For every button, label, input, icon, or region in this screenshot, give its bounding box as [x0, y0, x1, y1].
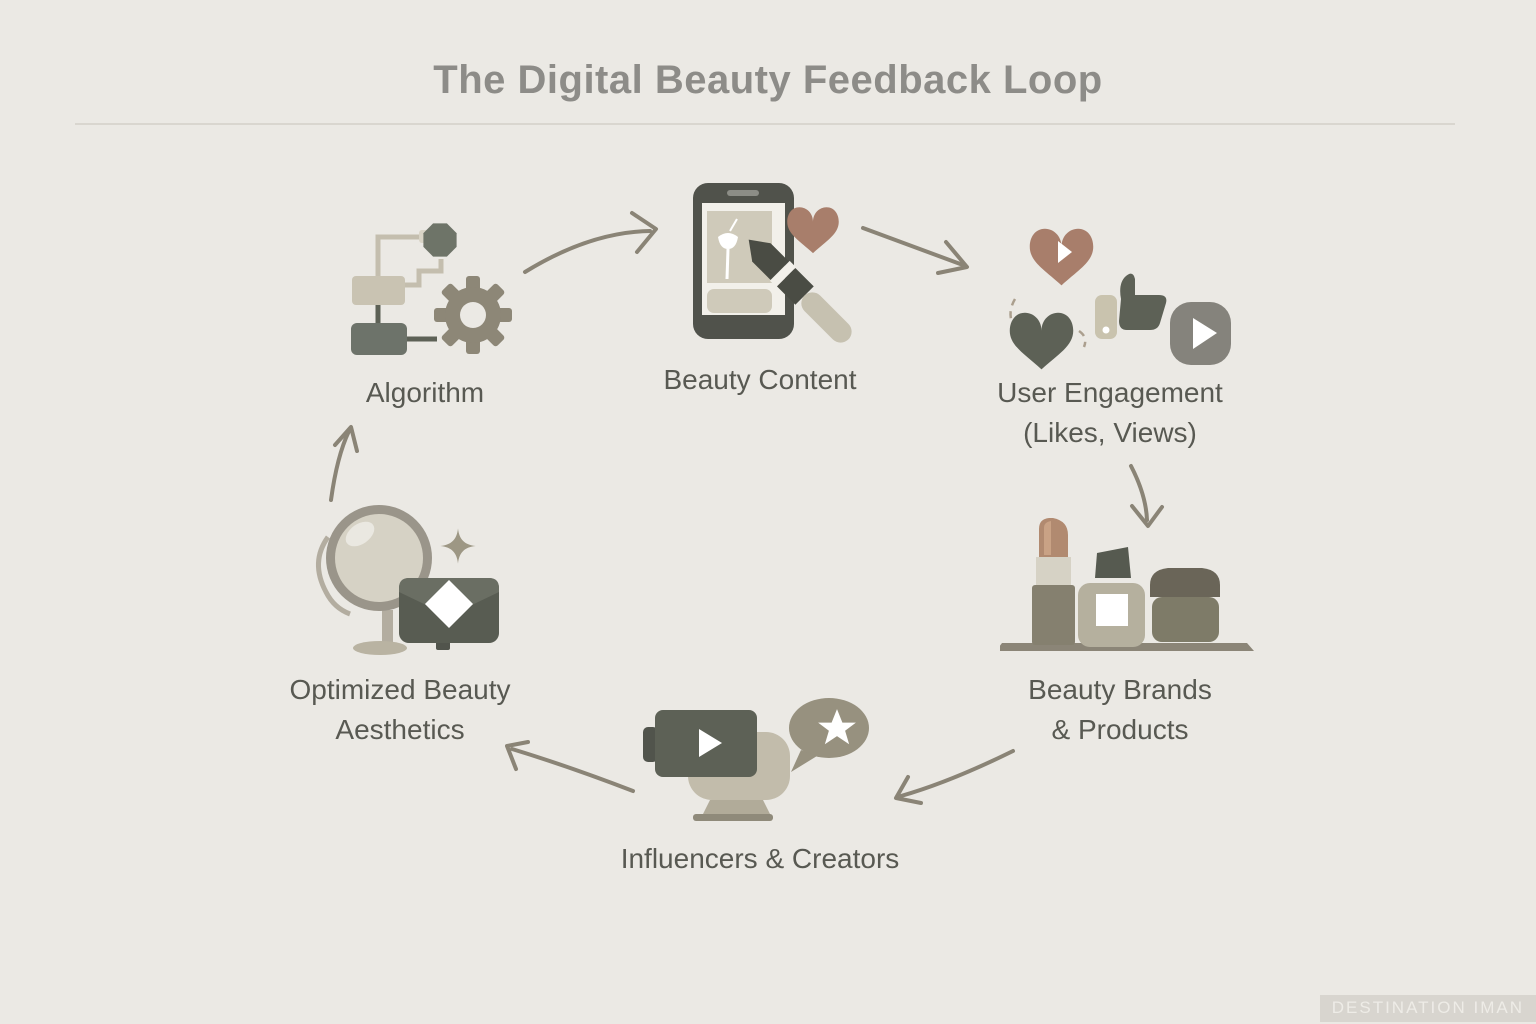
page-title: The Digital Beauty Feedback Loop [433, 58, 1103, 102]
influencers-label: Influencers & Creators [620, 843, 900, 874]
arrow-beauty-brands-to-influencers [894, 749, 1015, 805]
optimized-beauty-label-line1: Optimized Beauty [289, 674, 511, 705]
arrow-user-engagement-to-beauty-brands [1129, 464, 1164, 528]
arrow-influencers-to-optimized-beauty [505, 740, 635, 793]
beauty-brands-label-line2: & Products [1051, 714, 1189, 745]
user-engagement-label-line2: (Likes, Views) [1023, 417, 1197, 448]
node-beauty-brands: Beauty Brands & Products [990, 495, 1254, 750]
hearts-thumbs-up-play-icon [1009, 228, 1231, 370]
node-influencers: Influencers & Creators [620, 688, 900, 879]
node-algorithm: Algorithm [290, 208, 560, 413]
video-camera-star-bubble-icon [643, 698, 869, 821]
title-divider [75, 123, 1455, 125]
smartphone-brush-heart-icon [693, 183, 852, 343]
arrow-optimized-beauty-to-algorithm [329, 425, 359, 502]
algorithm-label: Algorithm [365, 377, 485, 408]
node-beauty-content: Beauty Content [640, 175, 880, 400]
optimized-beauty-label-line2: Aesthetics [335, 714, 465, 745]
flowchart-gear-icon [351, 223, 512, 355]
watermark: DESTINATION IMAN [1319, 995, 1536, 1022]
node-optimized-beauty: Optimized Beauty Aesthetics [285, 492, 515, 750]
beauty-content-label: Beauty Content [663, 364, 857, 395]
node-user-engagement: User Engagement (Likes, Views) [980, 213, 1240, 453]
arrow-algorithm-to-beauty-content [523, 211, 658, 274]
lipstick-bottle-jar-icon [1000, 518, 1254, 651]
beauty-brands-label-line1: Beauty Brands [1028, 674, 1212, 705]
arrow-beauty-content-to-user-engagement [861, 226, 969, 275]
user-engagement-label-line1: User Engagement [997, 377, 1223, 408]
vanity-mirror-sparkle-case-icon [316, 505, 499, 655]
